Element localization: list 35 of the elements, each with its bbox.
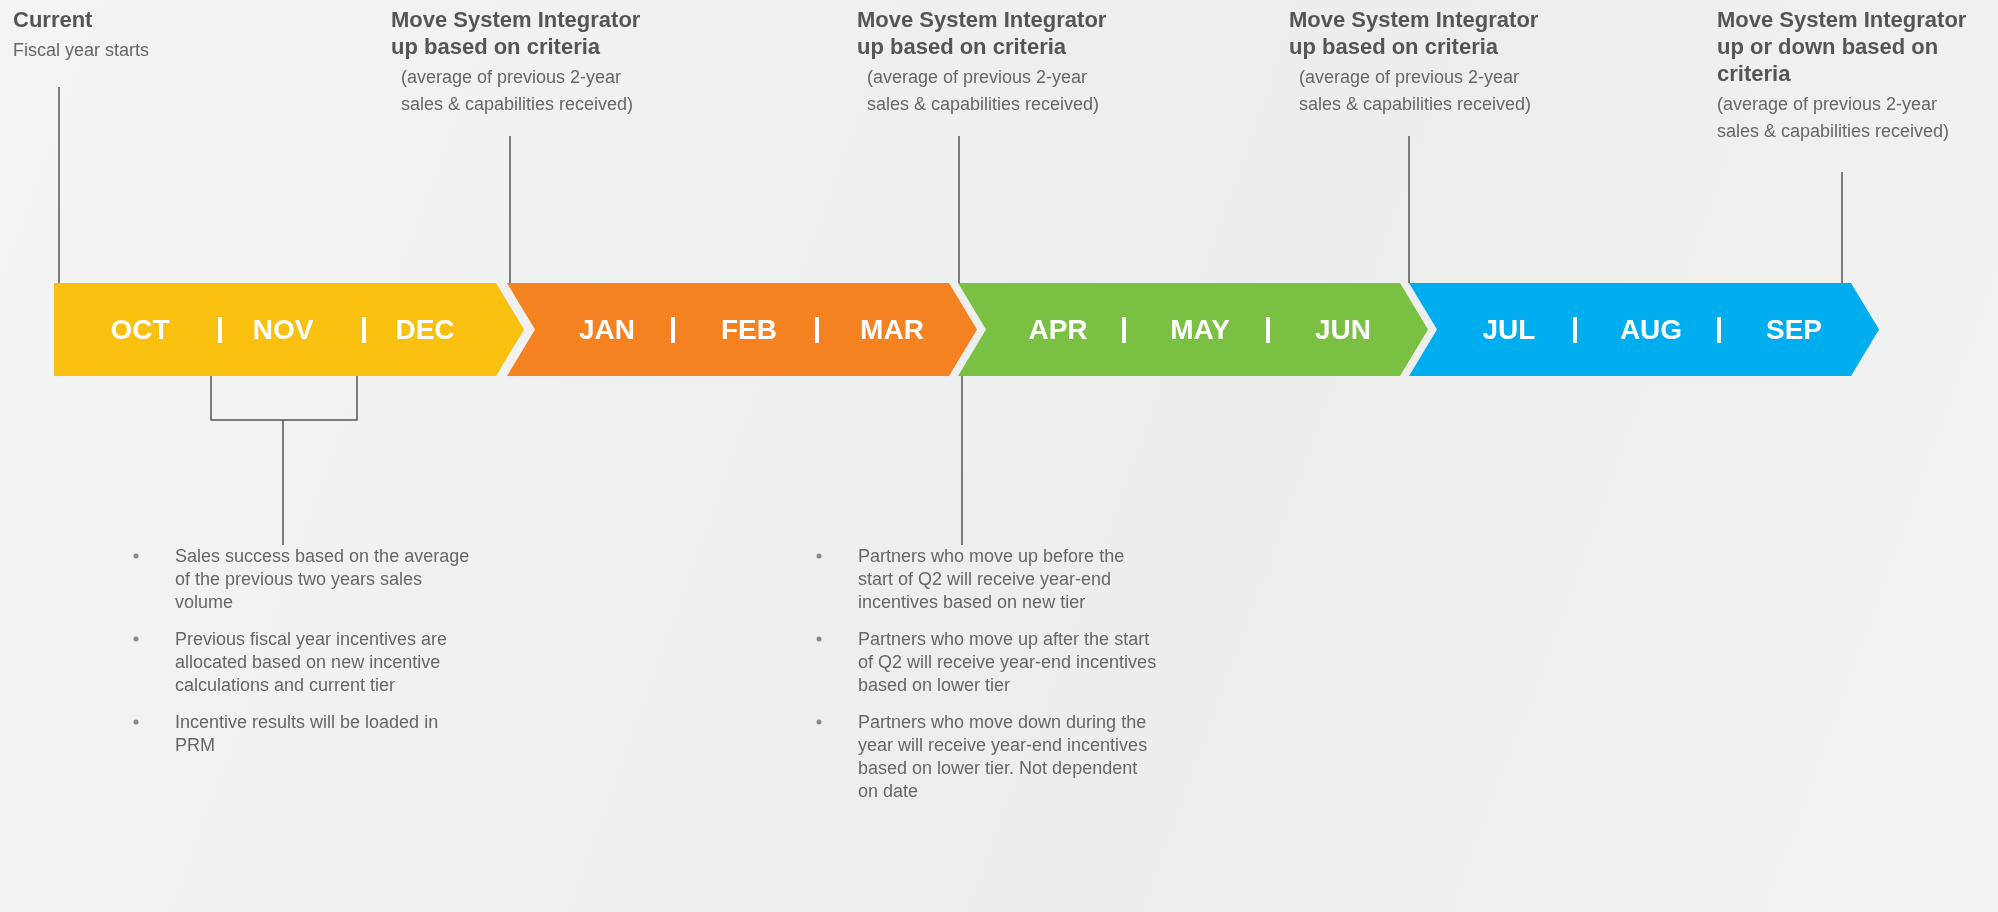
milestone-note: Fiscal year starts — [13, 39, 151, 62]
month-label: APR — [1028, 313, 1088, 346]
month-label: MAY — [1170, 313, 1230, 346]
month-label: FEB — [721, 313, 777, 346]
milestone-note: (average of previous 2-year sales & capabilities received) — [1717, 93, 1951, 143]
milestone-heading: Move System Integrator up based on criteria — [391, 6, 642, 60]
milestone-heading: Move System Integrator up or down based on criteria — [1717, 6, 1968, 87]
bullet-item: Incentive results will be loaded in PRM — [175, 711, 475, 757]
month-label: JUN — [1315, 313, 1371, 346]
leader-line — [961, 375, 963, 546]
month-label: AUG — [1619, 313, 1683, 346]
leader-line — [958, 135, 960, 284]
month-label: JAN — [579, 313, 635, 346]
bullet-item: Partners who move down during the year will receive year-end incentives based on lower tier. Not dependent on date — [858, 711, 1160, 803]
milestone-heading: Current — [13, 6, 94, 33]
month-label: OCT — [110, 313, 170, 346]
leader-line — [509, 135, 511, 284]
bullet-item: Previous fiscal year incentives are allocated based on new incentive calculations and current tier — [175, 628, 475, 697]
milestone-note: (average of previous 2-year sales & capabilities received) — [1298, 66, 1533, 116]
month-label: JUL — [1482, 313, 1536, 346]
milestone-heading: Move System Integrator up based on criteria — [1289, 6, 1540, 60]
leader-line — [58, 86, 60, 284]
milestone-note: (average of previous 2-year sales & capabilities received) — [866, 66, 1101, 116]
leader-line — [1841, 171, 1843, 284]
month-label: MAR — [860, 313, 924, 346]
bullet-item: Partners who move up after the start of Q2 will receive year-end incentives based on lower tier — [858, 628, 1160, 697]
bullet-item: Partners who move up before the start of Q2 will receive year-end incentives based on new tier — [858, 545, 1160, 614]
leader-line — [210, 375, 358, 546]
month-label: DEC — [395, 313, 455, 346]
bullet-item: Sales success based on the average of the previous two years sales volume — [175, 545, 475, 614]
milestone-heading: Move System Integrator up based on criteria — [857, 6, 1108, 60]
month-label: NOV — [252, 313, 314, 346]
month-label: SEP — [1766, 313, 1822, 346]
milestone-note: (average of previous 2-year sales & capabilities received) — [400, 66, 635, 116]
leader-line — [1408, 135, 1410, 284]
